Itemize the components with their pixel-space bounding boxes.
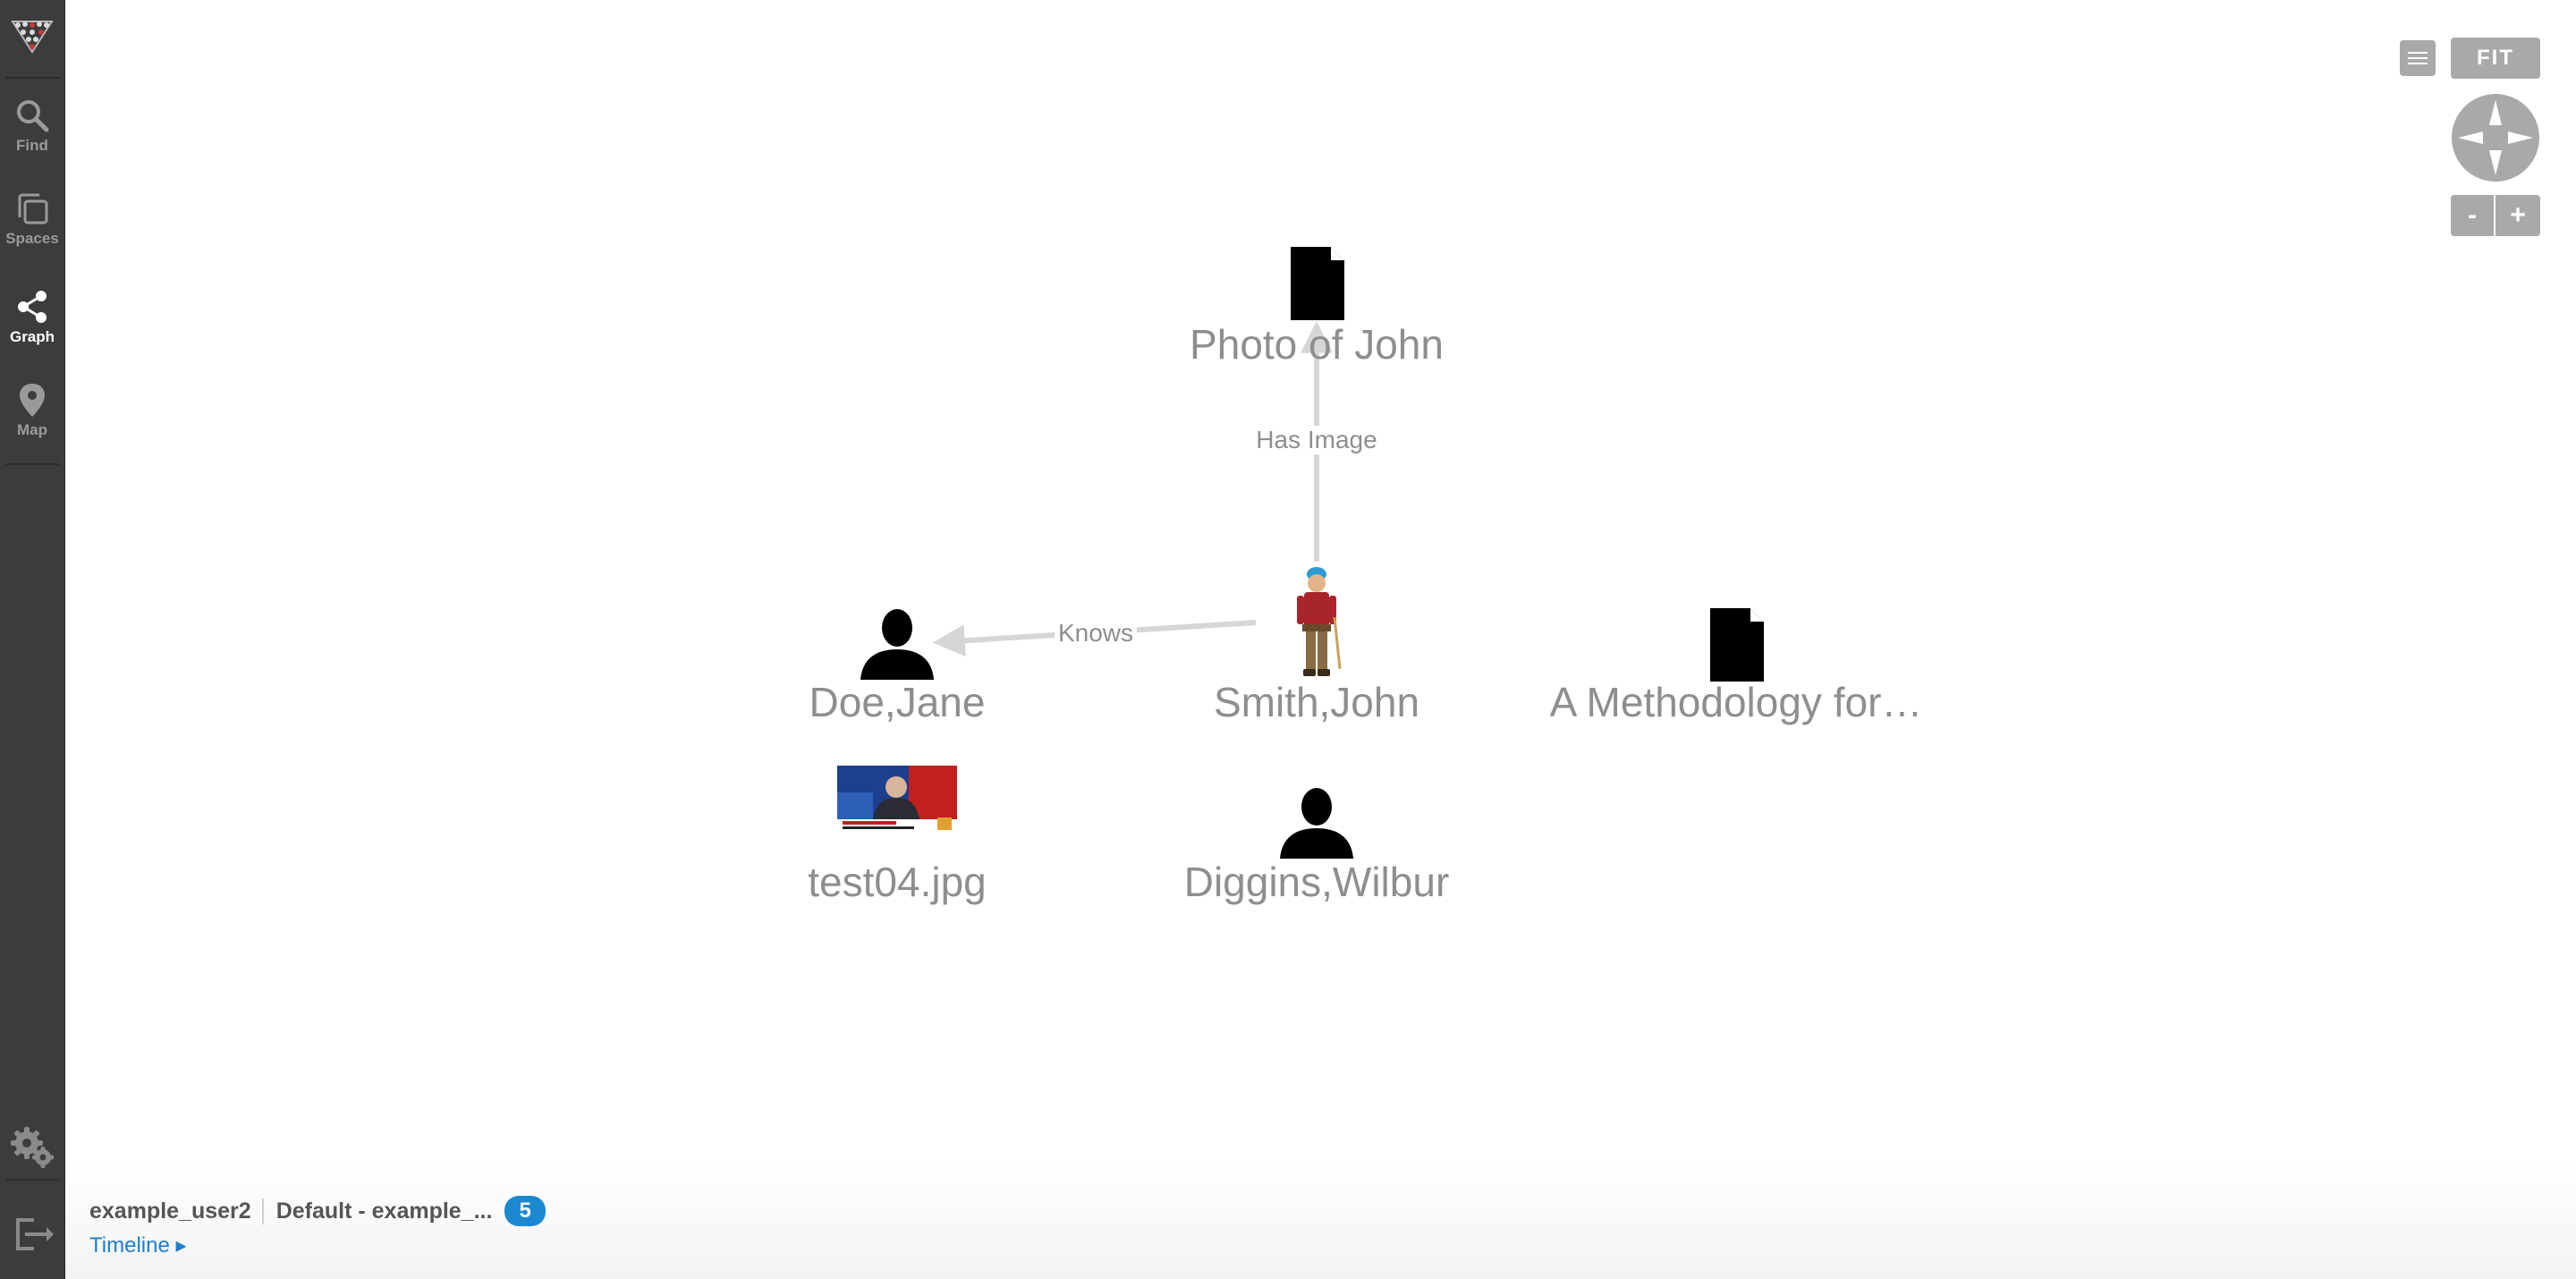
node-label-test04[interactable]: test04.jpg [808, 859, 987, 905]
sidebar-divider [5, 1179, 59, 1181]
edge-label-knows: Knows [1054, 619, 1138, 648]
person-icon[interactable] [860, 608, 934, 680]
timeline-toggle-link[interactable]: Timeline ▸ [89, 1233, 187, 1258]
node-label-smith-john[interactable]: Smith,John [1213, 679, 1420, 725]
document-icon[interactable] [1710, 608, 1764, 682]
sidebar-item-find[interactable]: Find [0, 82, 64, 168]
node-label-diggins-wilbur[interactable]: Diggins,Wilbur [1183, 859, 1450, 905]
pan-up-icon[interactable] [2489, 100, 2502, 125]
node-label-doe-jane[interactable]: Doe,Jane [809, 679, 986, 725]
hamburger-menu-icon [2408, 52, 2428, 64]
logout-icon[interactable] [7, 1209, 57, 1259]
edge-label-has-image: Has Image [1252, 426, 1381, 454]
sidebar-item-map[interactable]: Map [0, 367, 64, 453]
app-logo-icon[interactable] [7, 9, 57, 59]
pan-right-icon[interactable] [2508, 131, 2533, 144]
sidebar-item-label: Find [16, 137, 48, 154]
spaces-icon [18, 193, 48, 224]
current-user[interactable]: example_user2 [89, 1198, 264, 1224]
pan-left-icon[interactable] [2458, 131, 2483, 144]
sidebar-item-label: Map [17, 421, 47, 438]
sidebar-item-spaces[interactable]: Spaces [0, 175, 64, 261]
fit-button[interactable]: FIT [2451, 38, 2540, 79]
sidebar-item-label: Spaces [5, 230, 59, 247]
document-icon[interactable] [1291, 247, 1344, 320]
settings-gear-icon[interactable] [7, 1122, 57, 1172]
share-graph-icon [18, 291, 47, 323]
news-image-thumbnail[interactable] [837, 766, 957, 834]
status-bar: example_user2 Default - example_... 5 [89, 1193, 546, 1229]
workspace-count-badge: 5 [504, 1196, 546, 1226]
node-label-methodology[interactable]: A Methodology for… [1549, 679, 1923, 725]
sidebar-item-graph[interactable]: Graph [0, 274, 64, 360]
sidebar-divider [5, 77, 59, 79]
zoom-out-button[interactable]: - [2451, 195, 2494, 236]
sidebar: Find Spaces Graph Map [0, 0, 65, 1279]
zoom-in-button[interactable]: + [2496, 195, 2540, 236]
sidebar-divider [5, 463, 59, 465]
pan-control-icon[interactable] [2451, 93, 2540, 182]
node-label-photo-of-john[interactable]: Photo of John [1190, 321, 1444, 368]
sidebar-item-label: Graph [9, 328, 55, 345]
map-pin-icon [20, 384, 45, 417]
graph-options-menu-button[interactable] [2400, 40, 2436, 76]
worker-photo-thumbnail[interactable] [1288, 563, 1345, 680]
current-workspace[interactable]: Default - example_... [275, 1198, 493, 1224]
pan-down-icon[interactable] [2489, 150, 2502, 175]
search-icon [17, 100, 49, 132]
person-icon[interactable] [1280, 787, 1353, 859]
